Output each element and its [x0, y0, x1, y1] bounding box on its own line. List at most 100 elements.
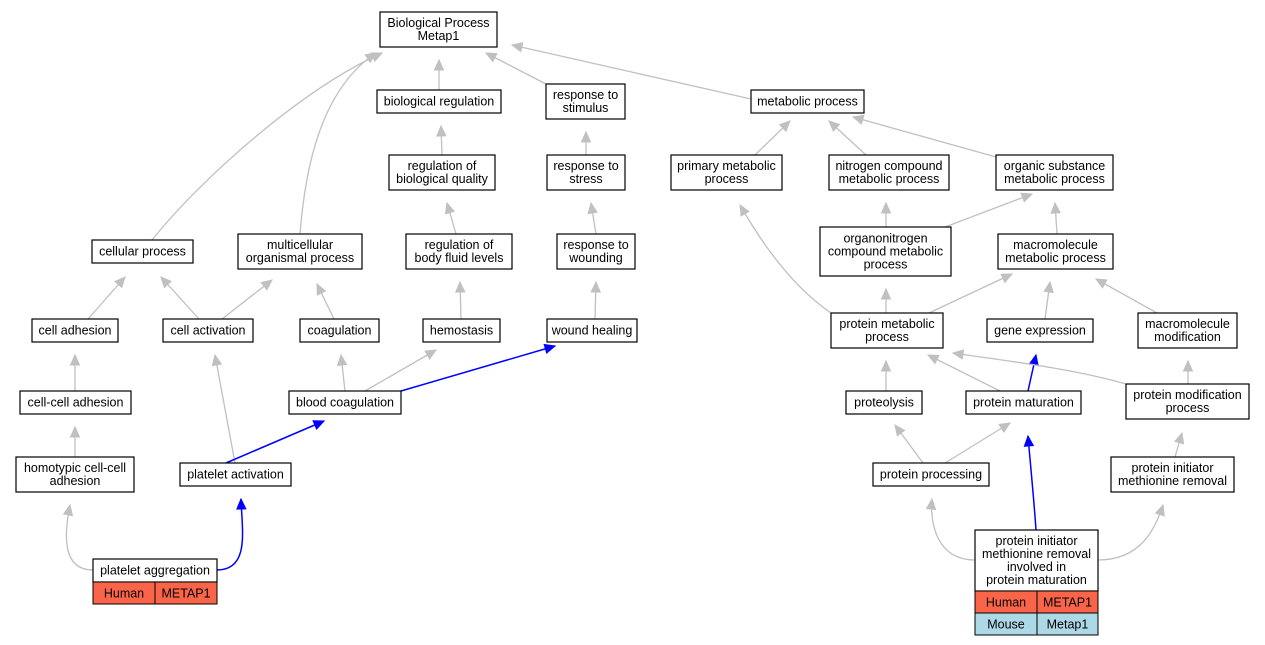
arrowhead: [880, 201, 892, 214]
node-box: [845, 390, 923, 415]
edge-cellular-process-to-bp-root: [151, 52, 384, 241]
node-box: [819, 226, 952, 277]
node-label-line: compound metabolic: [828, 245, 943, 259]
node-hemostasis[interactable]: hemostasis: [422, 318, 501, 343]
node-label-line: proteolysis: [854, 396, 914, 410]
gene-label: METAP1: [1043, 596, 1092, 610]
node-box: [546, 154, 626, 191]
arrowhead: [444, 201, 455, 215]
node-label-line: platelet activation: [187, 468, 284, 482]
edge-protein-metabolic-process-to-macromolecule-metabolic-process: [928, 273, 1014, 314]
node-box: [986, 318, 1094, 343]
gene-cell: [154, 581, 218, 605]
edge-line: [214, 354, 236, 464]
gene-label: METAP1: [161, 587, 210, 601]
arrowhead: [543, 343, 557, 355]
node-label-line: organismal process: [246, 251, 354, 265]
node-label-line: regulation of: [408, 159, 477, 173]
node-label-line: organic substance: [1004, 159, 1106, 173]
node-label-line: wounding: [568, 251, 623, 265]
edge-line: [944, 193, 1033, 228]
node-label-line: protein modification: [1133, 388, 1241, 402]
node-gene-expression[interactable]: gene expression: [986, 318, 1094, 343]
node-protein-maturation[interactable]: protein maturation: [965, 390, 1082, 415]
node-label-line: Biological Process: [387, 16, 489, 30]
edge-coagulation-to-multicellular-organismal-process: [316, 282, 335, 320]
node-cell-activation[interactable]: cell activation: [162, 318, 254, 343]
node-metabolic-process[interactable]: metabolic process: [750, 89, 865, 114]
edge-blood-coagulation-to-coagulation: [336, 353, 348, 392]
node-label-line: response to: [553, 88, 618, 102]
edge-wound-healing-to-response-to-wounding: [590, 280, 601, 320]
edge-line: [221, 279, 273, 320]
node-wound-healing[interactable]: wound healing: [546, 318, 638, 343]
node-label-line: cellular process: [99, 245, 186, 259]
node-biological-regulation[interactable]: biological regulation: [376, 89, 502, 114]
node-box: [670, 154, 783, 191]
node-blood-coagulation[interactable]: blood coagulation: [288, 390, 402, 415]
node-label-line: protein processing: [880, 468, 982, 482]
edge-protein-modification-process-to-macromolecule-modification: [1182, 359, 1194, 384]
arrowhead: [69, 425, 81, 438]
node-box: [1137, 312, 1238, 349]
edge-cell-adhesion-to-cellular-process: [87, 276, 126, 320]
edge-line: [364, 349, 437, 392]
arrowhead: [1023, 434, 1035, 447]
edge-line: [511, 44, 752, 100]
arrowhead: [1050, 201, 1061, 214]
node-label-line: biological regulation: [384, 95, 495, 109]
node-label-line: stimulus: [563, 101, 609, 115]
node-label-line: response to: [553, 159, 618, 173]
node-cell-cell-adhesion[interactable]: cell-cell adhesion: [19, 390, 132, 415]
node-cell-adhesion[interactable]: cell adhesion: [31, 318, 119, 343]
arrowhead: [424, 349, 438, 360]
node-box: [162, 318, 254, 343]
arrowhead: [1154, 503, 1165, 517]
edge-nitrogen-compound-metabolic-process-to-metabolic-process: [828, 120, 867, 156]
node-box: [19, 390, 132, 415]
species-label: Mouse: [987, 618, 1025, 632]
edge-cell-activation-to-cellular-process: [160, 276, 200, 320]
node-label-line: regulation of: [425, 238, 494, 252]
node-cellular-process[interactable]: cellular process: [91, 239, 194, 264]
node-platelet-aggregation[interactable]: platelet aggregation: [92, 558, 218, 583]
node-proteolysis[interactable]: proteolysis: [845, 390, 923, 415]
arrowhead: [1094, 278, 1108, 289]
edge-blood-coagulation-to-wound-healing: [400, 343, 557, 392]
edge-line: [1027, 435, 1037, 531]
edge-line: [930, 498, 976, 561]
node-platelet-activation[interactable]: platelet activation: [179, 462, 292, 487]
edge-pimr-involved-in-protein-maturation-to-protein-maturation: [1023, 434, 1037, 531]
edge-protein-processing-to-proteolysis: [894, 424, 924, 464]
node-label-line: process: [705, 172, 749, 186]
node-label-line: modification: [1154, 330, 1221, 344]
node-box: [974, 529, 1099, 592]
node-box: [828, 154, 950, 191]
node-coagulation[interactable]: coagulation: [299, 318, 380, 343]
edge-organic-substance-metabolic-process-to-metabolic-process: [851, 114, 997, 158]
edge-layer: [62, 42, 1194, 571]
node-protein-processing[interactable]: protein processing: [872, 462, 990, 487]
arrowhead: [436, 124, 447, 137]
arrowhead: [236, 497, 247, 510]
